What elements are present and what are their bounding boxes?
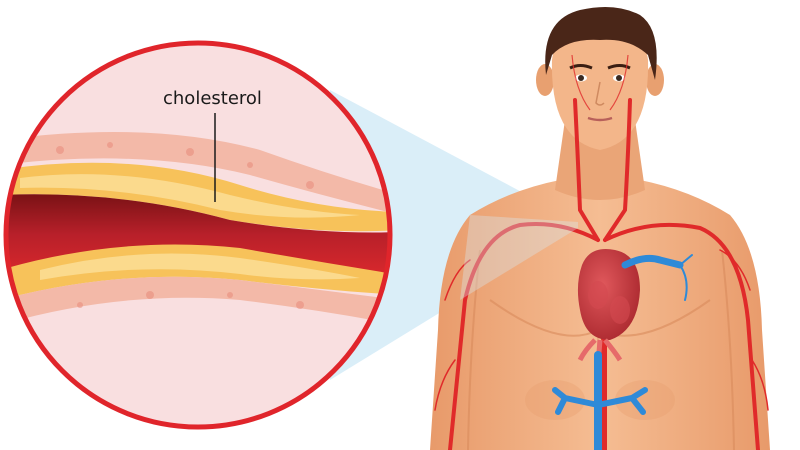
heart-icon <box>577 249 640 366</box>
arteries <box>434 98 769 450</box>
magnified-artery-circle <box>3 40 393 430</box>
magnifier-cone <box>330 90 578 380</box>
veins <box>552 254 693 450</box>
head <box>536 6 664 150</box>
cholesterol-label: cholesterol <box>163 88 262 109</box>
human-torso-figure <box>430 6 770 450</box>
